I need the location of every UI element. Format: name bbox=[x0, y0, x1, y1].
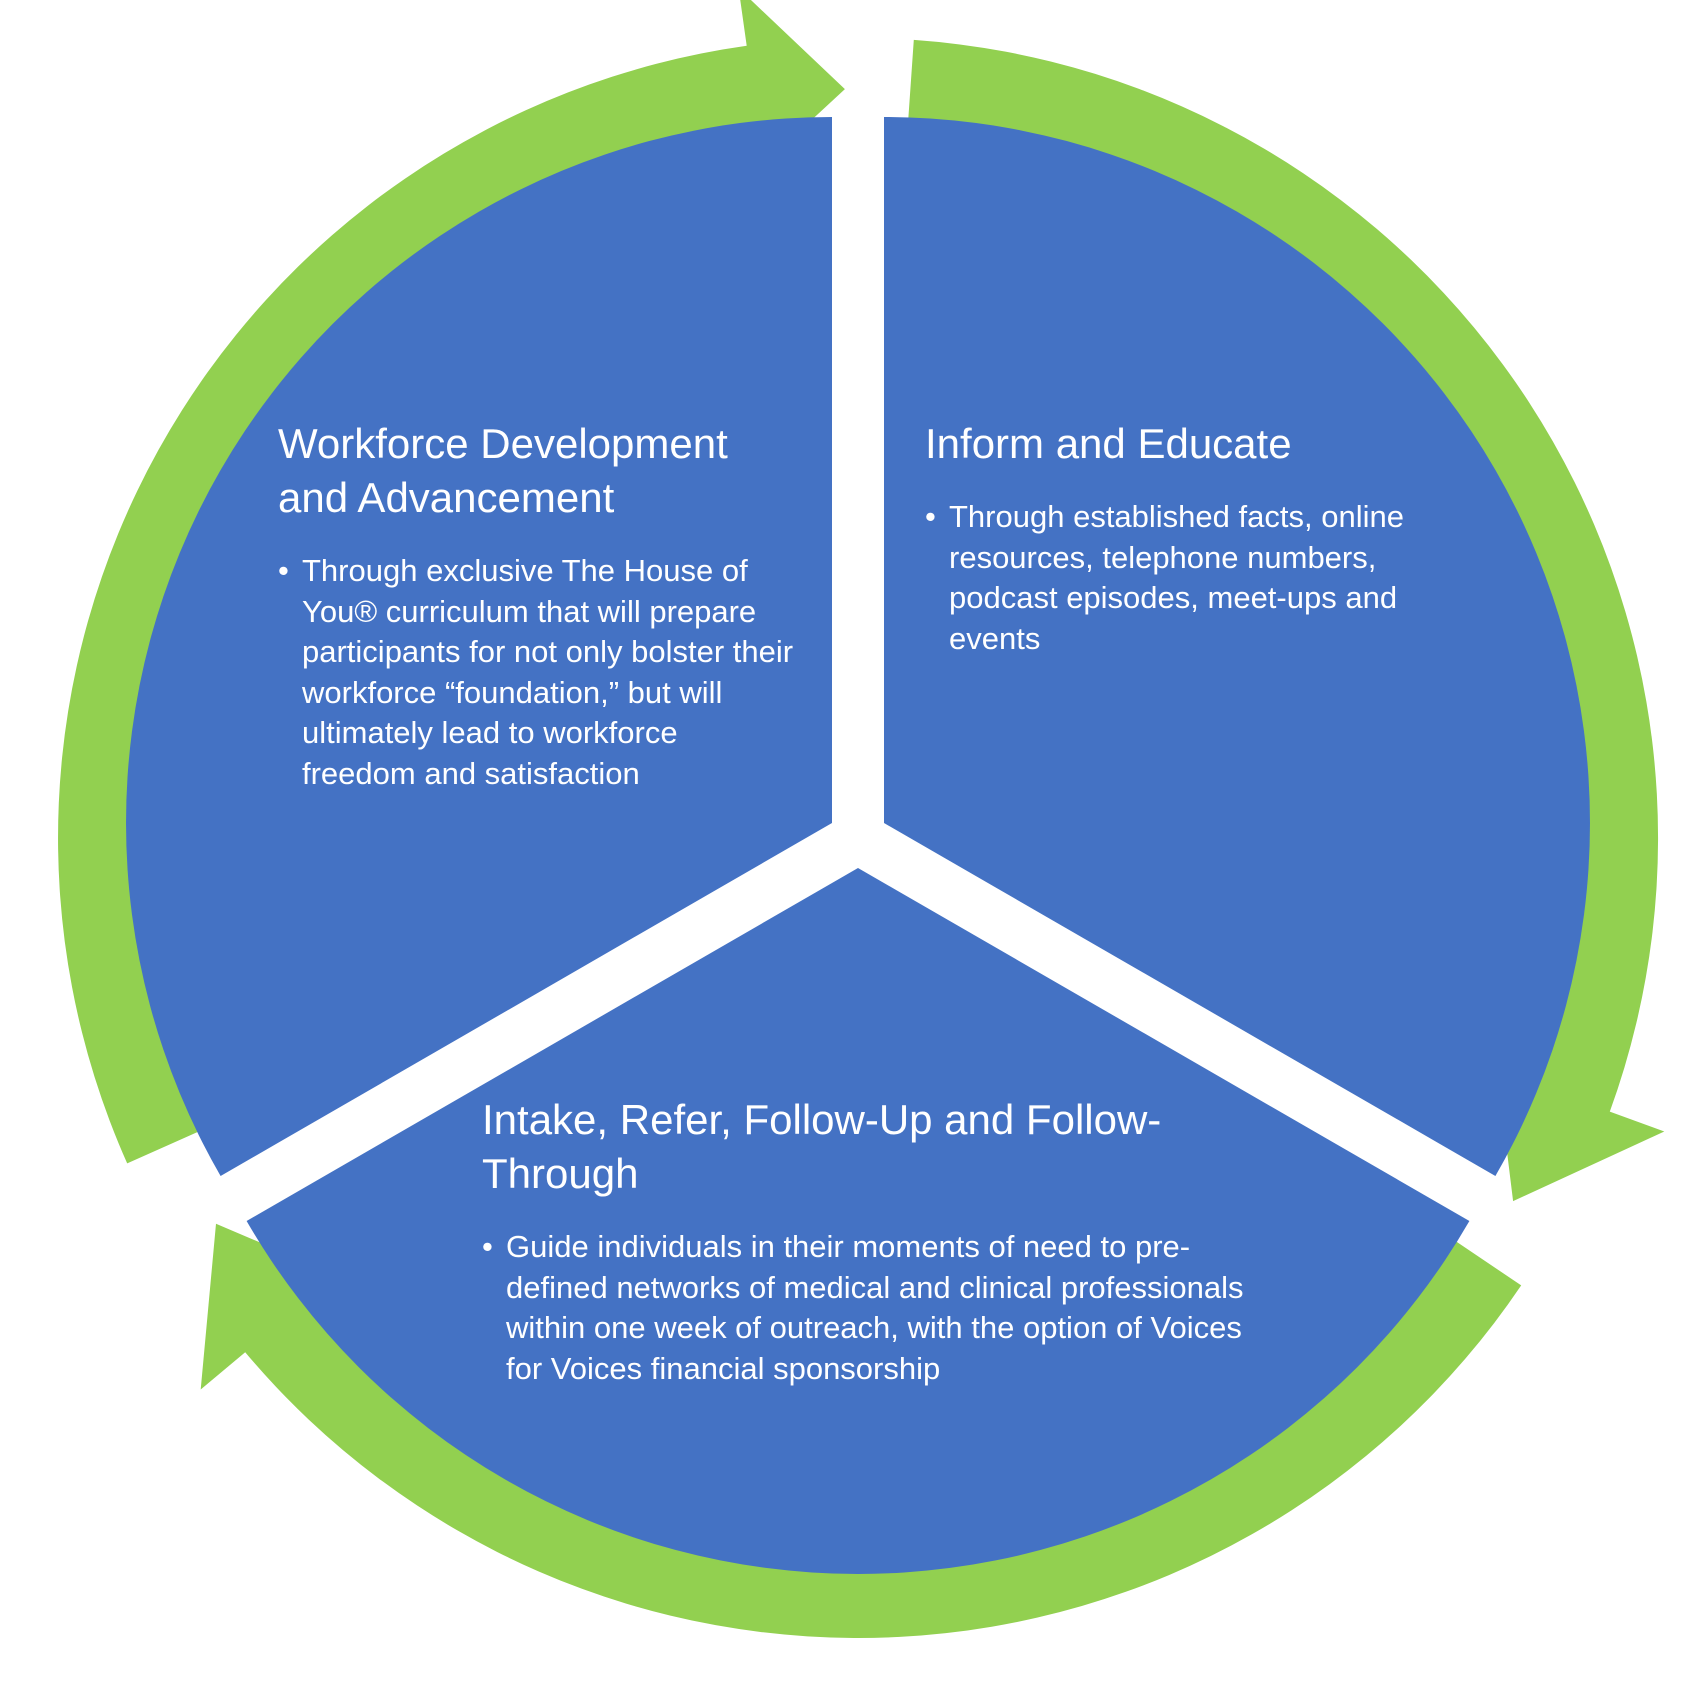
segment-inform-bullet: Through established facts, online resour… bbox=[925, 497, 1405, 659]
segment-intake-text: Intake, Refer, Follow-Up and Follow-Thro… bbox=[482, 1093, 1262, 1389]
cycle-arrow-bottom-to-left bbox=[200, 1223, 1522, 1638]
segment-workforce-bullet: Through exclusive The House of You® curr… bbox=[278, 551, 798, 794]
cycle-arrow-right-to-bottom bbox=[908, 39, 1665, 1202]
segment-intake-title: Intake, Refer, Follow-Up and Follow-Thro… bbox=[482, 1096, 1162, 1197]
segment-workforce-text: Workforce Development and Advancement Th… bbox=[278, 417, 798, 794]
segment-inform-text: Inform and Educate Through established f… bbox=[925, 417, 1405, 659]
segment-inform-title: Inform and Educate bbox=[925, 420, 1292, 467]
segment-intake-bullet: Guide individuals in their moments of ne… bbox=[482, 1227, 1262, 1389]
segment-inform-bullets: Through established facts, online resour… bbox=[925, 497, 1405, 659]
segment-workforce-bullets: Through exclusive The House of You® curr… bbox=[278, 551, 798, 794]
segment-workforce-title: Workforce Development and Advancement bbox=[278, 420, 728, 521]
segment-intake-bullets: Guide individuals in their moments of ne… bbox=[482, 1227, 1262, 1389]
segment-intake-refer-follow-up bbox=[246, 868, 1470, 1574]
